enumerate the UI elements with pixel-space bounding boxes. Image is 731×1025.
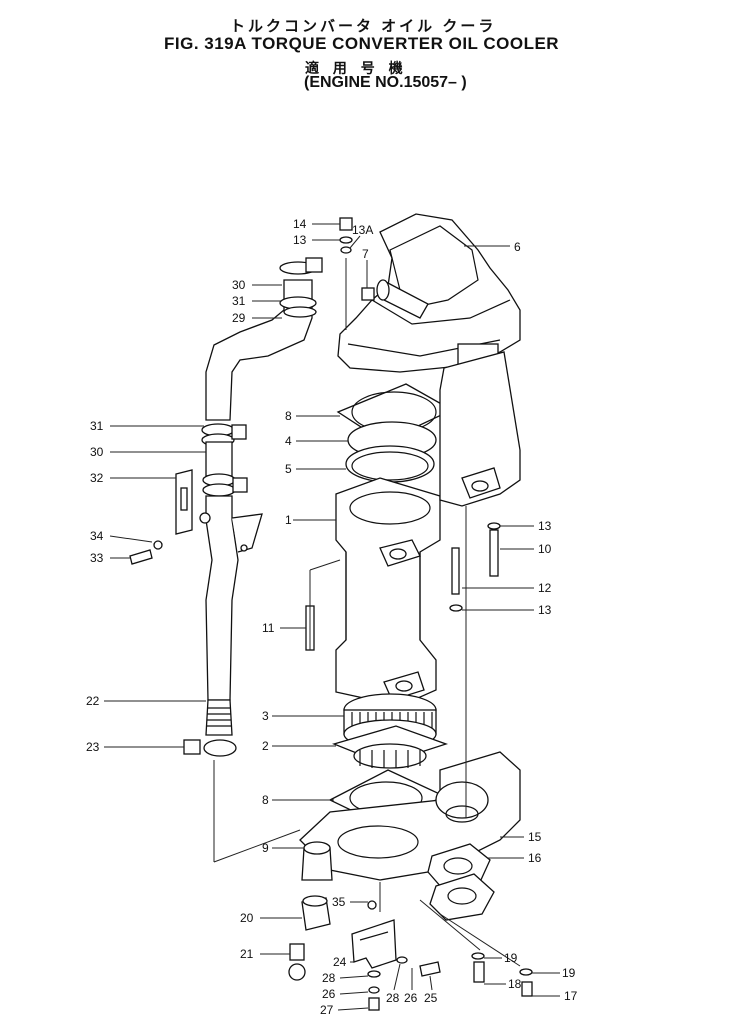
callout-16: 16: [528, 851, 542, 865]
callout-13-right: 13: [538, 519, 552, 533]
callout-20: 20: [240, 911, 254, 925]
callout-25: 25: [424, 991, 438, 1005]
callout-11: 11: [262, 621, 275, 635]
callout-14: 14: [293, 217, 307, 231]
callout-28-a: 28: [322, 971, 336, 985]
callout-18: 18: [508, 977, 522, 991]
callout-31: 31: [232, 294, 246, 308]
callout-23: 23: [86, 740, 100, 754]
callout-3: 3: [262, 709, 269, 723]
callout-17: 17: [564, 989, 578, 1003]
callout-27: 27: [320, 1003, 334, 1017]
callout-22: 22: [86, 694, 100, 708]
callout-35: 35: [332, 895, 346, 909]
callout-21: 21: [240, 947, 254, 961]
callout-19-b: 19: [562, 966, 576, 980]
callout-19-a: 19: [504, 951, 518, 965]
callout-8-top: 8: [285, 409, 292, 423]
engine-number-range: (ENGINE NO.15057– ): [304, 74, 467, 91]
figure-title: FIG. 319A TORQUE CONVERTER OIL COOLER: [164, 34, 560, 53]
callout-4: 4: [285, 434, 292, 448]
callout-13-lower: 13: [538, 603, 552, 617]
callout-32: 32: [90, 471, 104, 485]
callout-30-mid: 30: [90, 445, 104, 459]
callout-26-b: 26: [404, 991, 418, 1005]
callout-5: 5: [285, 462, 292, 476]
callout-33: 33: [90, 551, 104, 565]
callout-2: 2: [262, 739, 269, 753]
pipe-assembly: [129, 257, 323, 863]
applicable-models-label: 適 用 号 機: [305, 60, 408, 76]
callout-8-bottom: 8: [262, 793, 269, 807]
callout-10: 10: [538, 542, 552, 556]
callout-30: 30: [232, 278, 246, 292]
callout-15: 15: [528, 830, 542, 844]
callout-9: 9: [262, 841, 269, 855]
callout-7: 7: [362, 247, 369, 261]
callout-13: 13: [293, 233, 307, 247]
title-kana: トルクコンバータ オイル クーラ: [230, 18, 497, 35]
callout-28-b: 28: [386, 991, 400, 1005]
callout-34: 34: [90, 529, 104, 543]
callout-13a: 13A: [352, 223, 373, 237]
callout-31-mid: 31: [90, 419, 104, 433]
callout-1: 1: [285, 513, 292, 527]
cooler-assembly: [288, 213, 533, 1011]
callout-24: 24: [333, 955, 347, 969]
callout-29: 29: [232, 311, 246, 325]
callout-labels: 14 13 13A 7 6 30 31 29 8: [86, 217, 578, 1017]
callout-6: 6: [514, 240, 521, 254]
callout-12: 12: [538, 581, 552, 595]
callout-26-a: 26: [322, 987, 336, 1001]
